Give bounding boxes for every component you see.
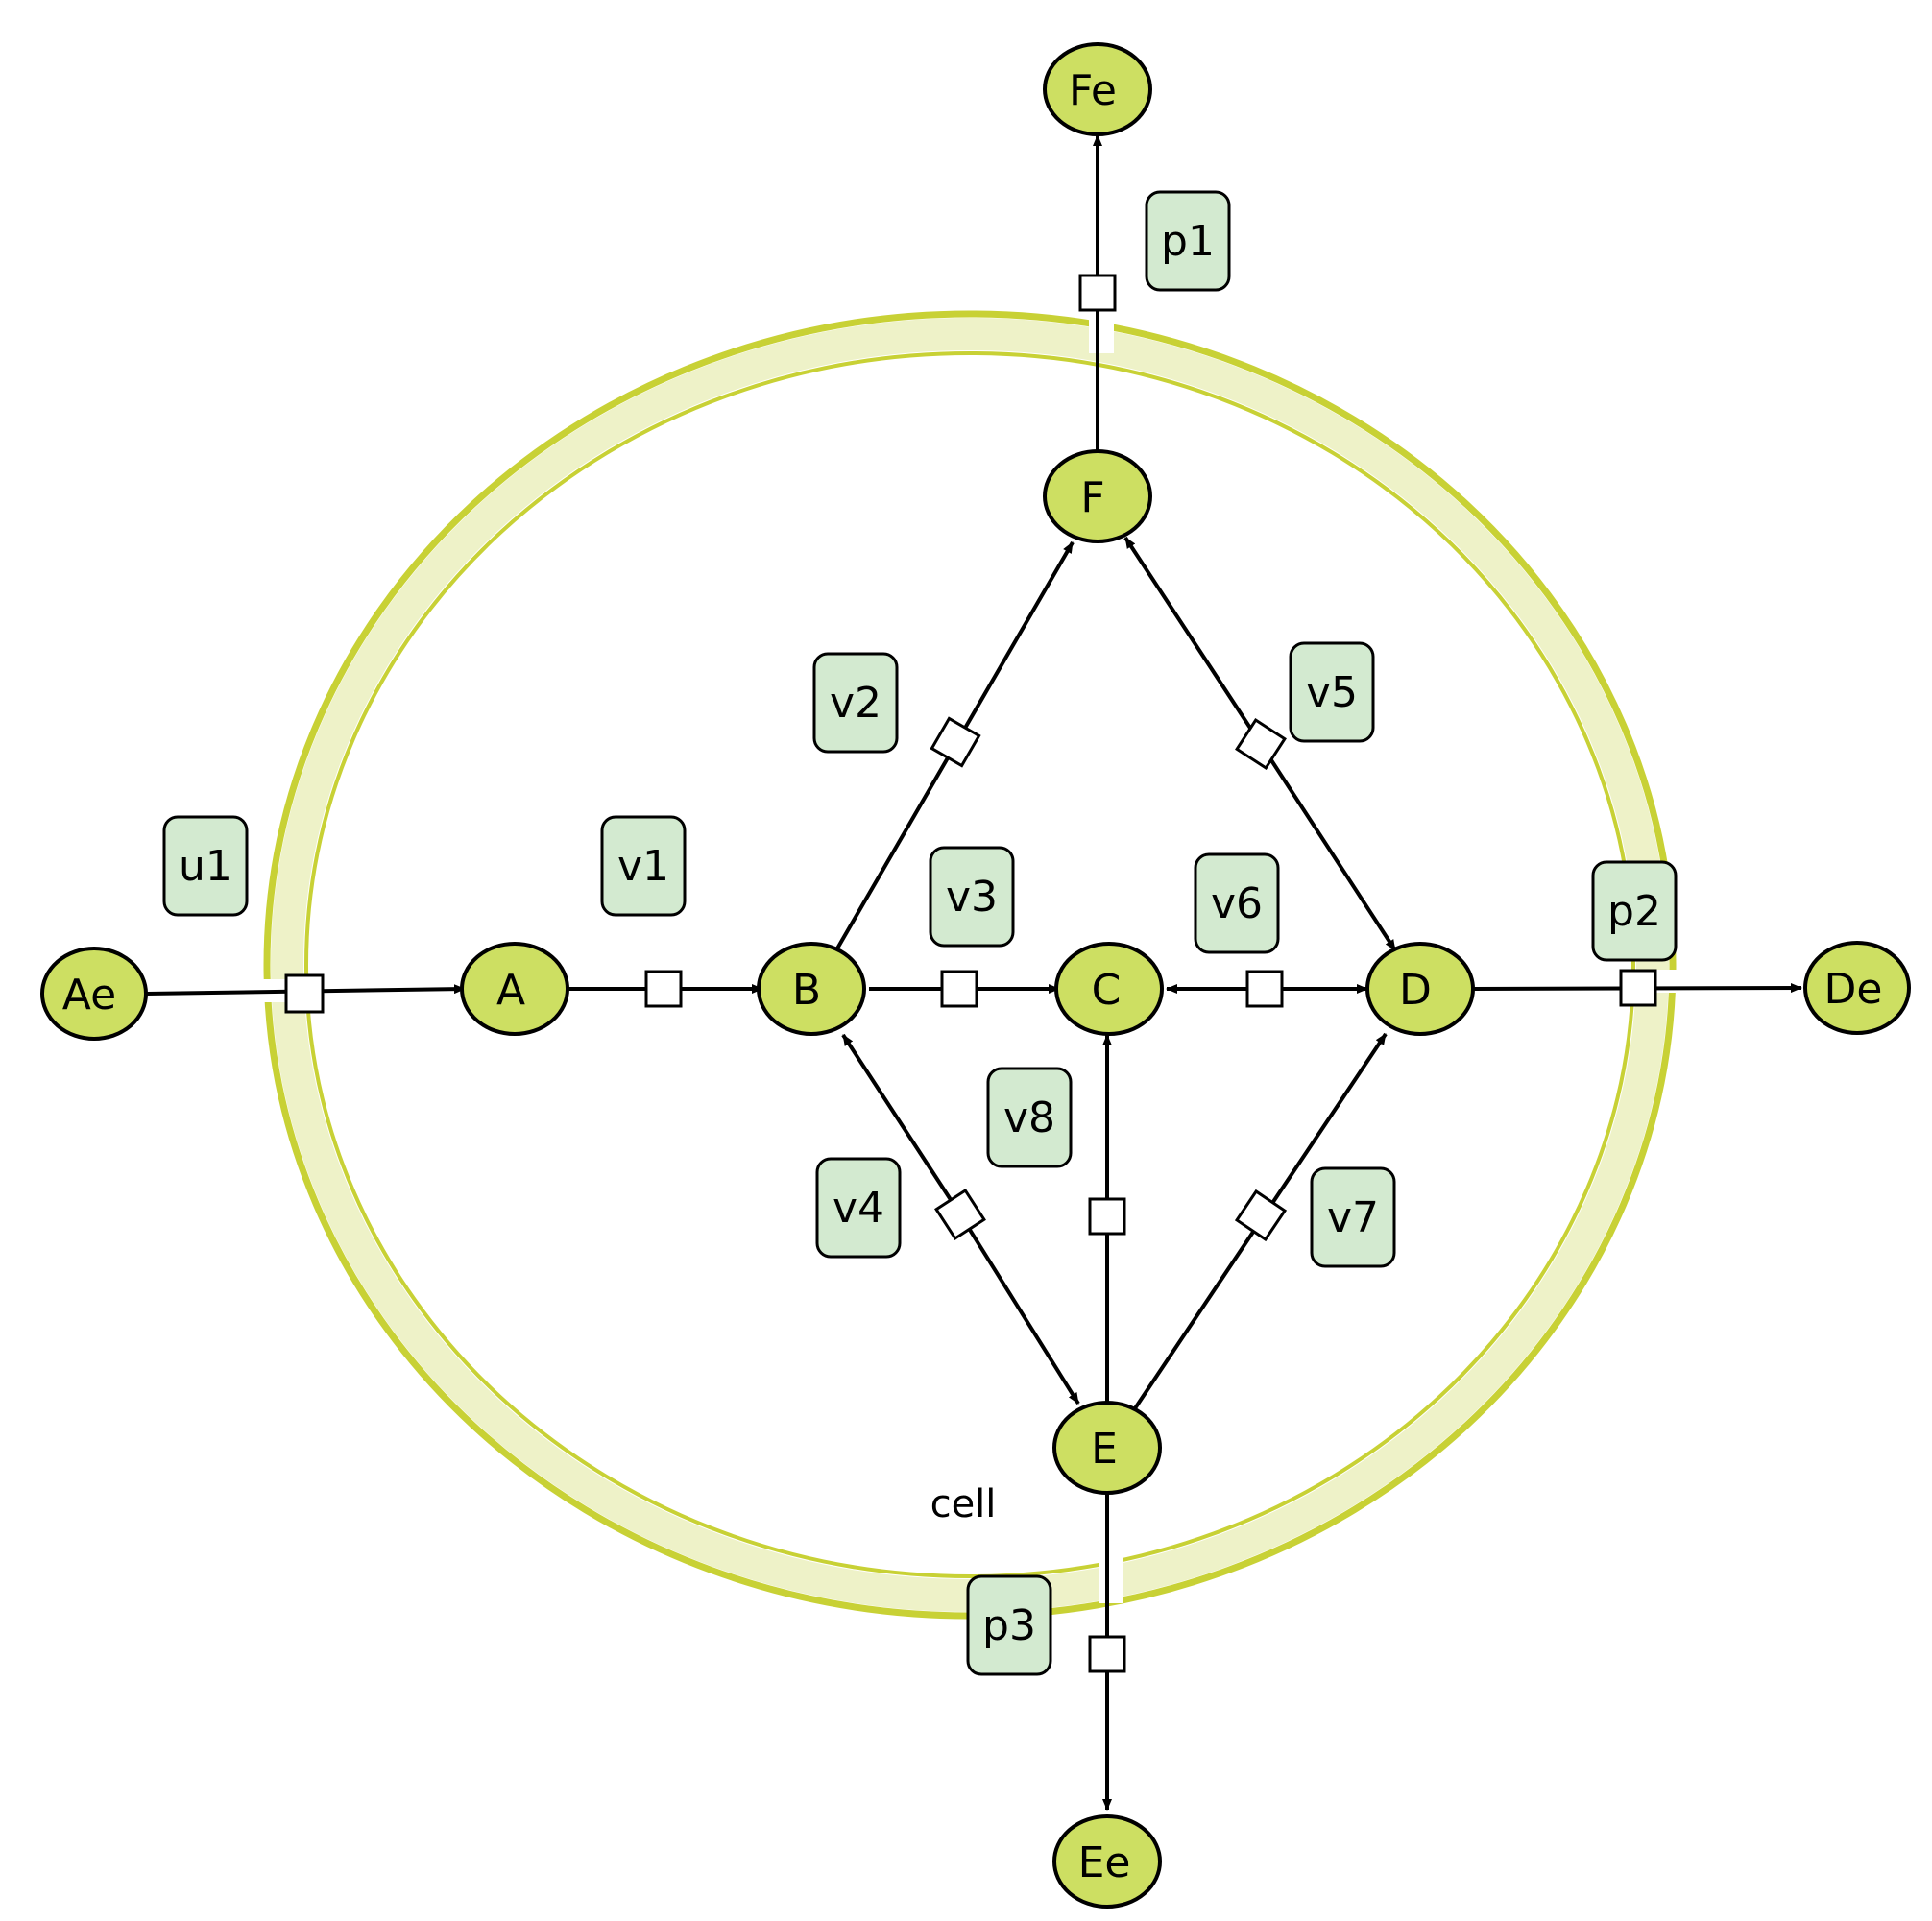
svg-text:p2: p2 xyxy=(1607,887,1661,936)
svg-text:v4: v4 xyxy=(833,1184,884,1233)
reaction-labels: u1 v1 v2 v3 v4 v5 v6 v7 xyxy=(162,190,1678,1676)
process-v7[interactable] xyxy=(1234,1189,1288,1242)
reaction-v1[interactable]: v1 xyxy=(600,815,687,917)
edge-v5 xyxy=(1123,536,1263,746)
svg-text:A: A xyxy=(496,966,525,1015)
svg-text:C: C xyxy=(1092,966,1122,1015)
process-v8[interactable] xyxy=(1088,1197,1126,1236)
reaction-process-nodes xyxy=(284,274,1657,1673)
process-v4[interactable] xyxy=(934,1189,986,1240)
reaction-v4[interactable]: v4 xyxy=(815,1157,902,1259)
svg-text:v1: v1 xyxy=(617,842,669,891)
process-v2[interactable] xyxy=(930,716,981,768)
svg-text:D: D xyxy=(1399,966,1432,1015)
compartment-label: cell xyxy=(930,1482,997,1526)
species-Ae[interactable]: Ae xyxy=(40,947,148,1041)
species-E[interactable]: E xyxy=(1052,1401,1162,1495)
species-C[interactable]: C xyxy=(1054,942,1164,1036)
species-nodes: Ae A B C D De E Ee xyxy=(40,42,1911,1909)
svg-text:v2: v2 xyxy=(830,679,881,728)
species-A[interactable]: A xyxy=(460,942,569,1036)
reaction-v8[interactable]: v8 xyxy=(986,1067,1073,1168)
species-B[interactable]: B xyxy=(757,942,866,1036)
svg-text:F: F xyxy=(1080,473,1104,522)
species-D[interactable]: D xyxy=(1365,942,1475,1036)
svg-text:Ee: Ee xyxy=(1078,1838,1131,1887)
svg-text:v3: v3 xyxy=(946,873,998,922)
svg-text:v8: v8 xyxy=(1003,1093,1055,1142)
reaction-v5[interactable]: v5 xyxy=(1289,641,1375,743)
svg-text:Fe: Fe xyxy=(1069,66,1117,115)
svg-text:Ae: Ae xyxy=(62,971,116,1020)
process-u1[interactable] xyxy=(284,973,325,1014)
reaction-v2[interactable]: v2 xyxy=(812,652,899,754)
svg-text:B: B xyxy=(792,966,821,1015)
species-De[interactable]: De xyxy=(1803,941,1911,1035)
svg-text:De: De xyxy=(1824,965,1883,1014)
process-p3[interactable] xyxy=(1088,1635,1126,1673)
svg-text:p1: p1 xyxy=(1161,217,1215,266)
svg-text:p3: p3 xyxy=(982,1601,1036,1650)
species-Ee[interactable]: Ee xyxy=(1052,1814,1162,1909)
svg-text:v7: v7 xyxy=(1327,1193,1379,1242)
edge-v4-b xyxy=(958,1213,1080,1405)
process-v5[interactable] xyxy=(1235,718,1287,770)
reaction-v7[interactable]: v7 xyxy=(1310,1166,1396,1268)
reaction-v3[interactable]: v3 xyxy=(929,846,1015,948)
species-Fe[interactable]: Fe xyxy=(1043,42,1152,136)
svg-text:v5: v5 xyxy=(1306,668,1358,717)
reaction-v6[interactable]: v6 xyxy=(1194,852,1280,954)
process-v6[interactable] xyxy=(1245,970,1284,1008)
species-F[interactable]: F xyxy=(1043,449,1152,543)
reaction-p2[interactable]: p2 xyxy=(1591,860,1678,962)
edge-v4 xyxy=(841,1033,962,1216)
edge-v5-b xyxy=(1259,742,1397,952)
reaction-p1[interactable]: p1 xyxy=(1145,190,1231,292)
reaction-p3[interactable]: p3 xyxy=(966,1574,1052,1676)
process-v1[interactable] xyxy=(644,970,683,1008)
svg-text:v6: v6 xyxy=(1211,879,1263,928)
svg-text:E: E xyxy=(1091,1425,1118,1474)
process-p2[interactable] xyxy=(1619,969,1657,1007)
process-p1[interactable] xyxy=(1078,274,1117,312)
reaction-u1[interactable]: u1 xyxy=(162,815,249,917)
process-v3[interactable] xyxy=(940,970,978,1008)
svg-text:u1: u1 xyxy=(179,842,232,891)
